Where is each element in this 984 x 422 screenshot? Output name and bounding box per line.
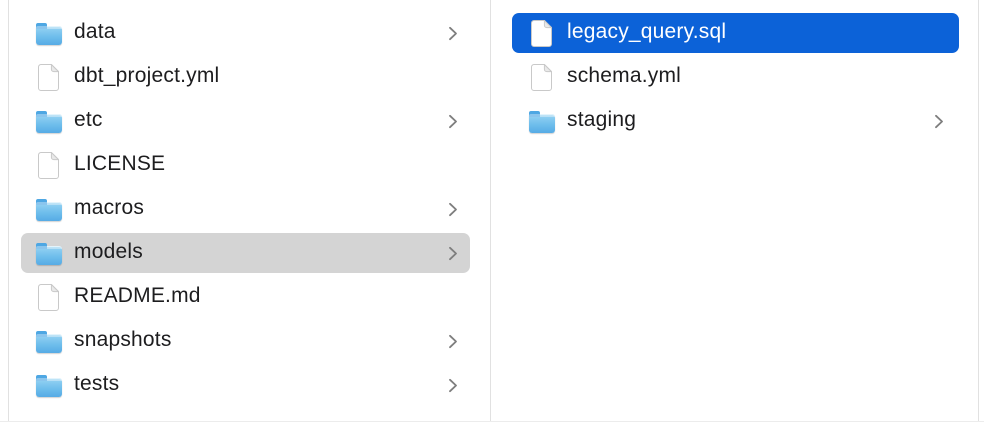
document-icon	[531, 19, 552, 47]
file-row-staging[interactable]: staging	[512, 101, 959, 141]
column-divider-middle[interactable]	[490, 0, 491, 422]
file-row-data[interactable]: data	[21, 13, 470, 53]
folder-icon	[35, 22, 62, 45]
folder-icon	[35, 242, 62, 265]
file-name-label: schema.yml	[567, 64, 682, 87]
folder-icon	[35, 110, 62, 133]
chevron-right-icon	[448, 246, 458, 261]
chevron-right-icon	[448, 114, 458, 129]
file-name-label: legacy_query.sql	[567, 20, 727, 43]
file-row-macros[interactable]: macros	[21, 189, 470, 229]
file-name-label: etc	[74, 108, 103, 131]
file-name-label: macros	[74, 196, 145, 219]
column-divider-right[interactable]	[978, 0, 979, 422]
column-models: legacy_query.sql schema.yml staging	[491, 13, 978, 145]
file-row-models[interactable]: models	[21, 233, 470, 273]
file-row-tests[interactable]: tests	[21, 365, 470, 405]
chevron-right-icon	[448, 202, 458, 217]
chevron-right-icon	[448, 378, 458, 393]
file-name-label: README.md	[74, 284, 201, 307]
file-row-schema-yml[interactable]: schema.yml	[512, 57, 959, 97]
file-name-label: staging	[567, 108, 637, 131]
file-row-license[interactable]: LICENSE	[21, 145, 470, 185]
file-name-label: snapshots	[74, 328, 172, 351]
folder-icon	[35, 198, 62, 221]
file-name-label: models	[74, 240, 143, 263]
folder-icon	[35, 374, 62, 397]
document-icon	[38, 283, 59, 311]
chevron-right-icon	[448, 26, 458, 41]
column-divider-left	[8, 0, 9, 422]
document-icon	[531, 63, 552, 91]
file-name-label: dbt_project.yml	[74, 64, 220, 87]
column-project-root: data dbt_project.yml etc	[9, 13, 490, 409]
folder-icon	[528, 110, 555, 133]
chevron-right-icon	[448, 334, 458, 349]
document-icon	[38, 151, 59, 179]
file-row-legacy-query-sql[interactable]: legacy_query.sql	[512, 13, 959, 53]
file-name-label: data	[74, 20, 116, 43]
file-name-label: tests	[74, 372, 120, 395]
chevron-right-icon	[934, 114, 944, 129]
file-row-etc[interactable]: etc	[21, 101, 470, 141]
document-icon	[38, 63, 59, 91]
file-row-readme-md[interactable]: README.md	[21, 277, 470, 317]
file-row-dbt-project-yml[interactable]: dbt_project.yml	[21, 57, 470, 97]
file-name-label: LICENSE	[74, 152, 166, 175]
file-row-snapshots[interactable]: snapshots	[21, 321, 470, 361]
folder-icon	[35, 330, 62, 353]
